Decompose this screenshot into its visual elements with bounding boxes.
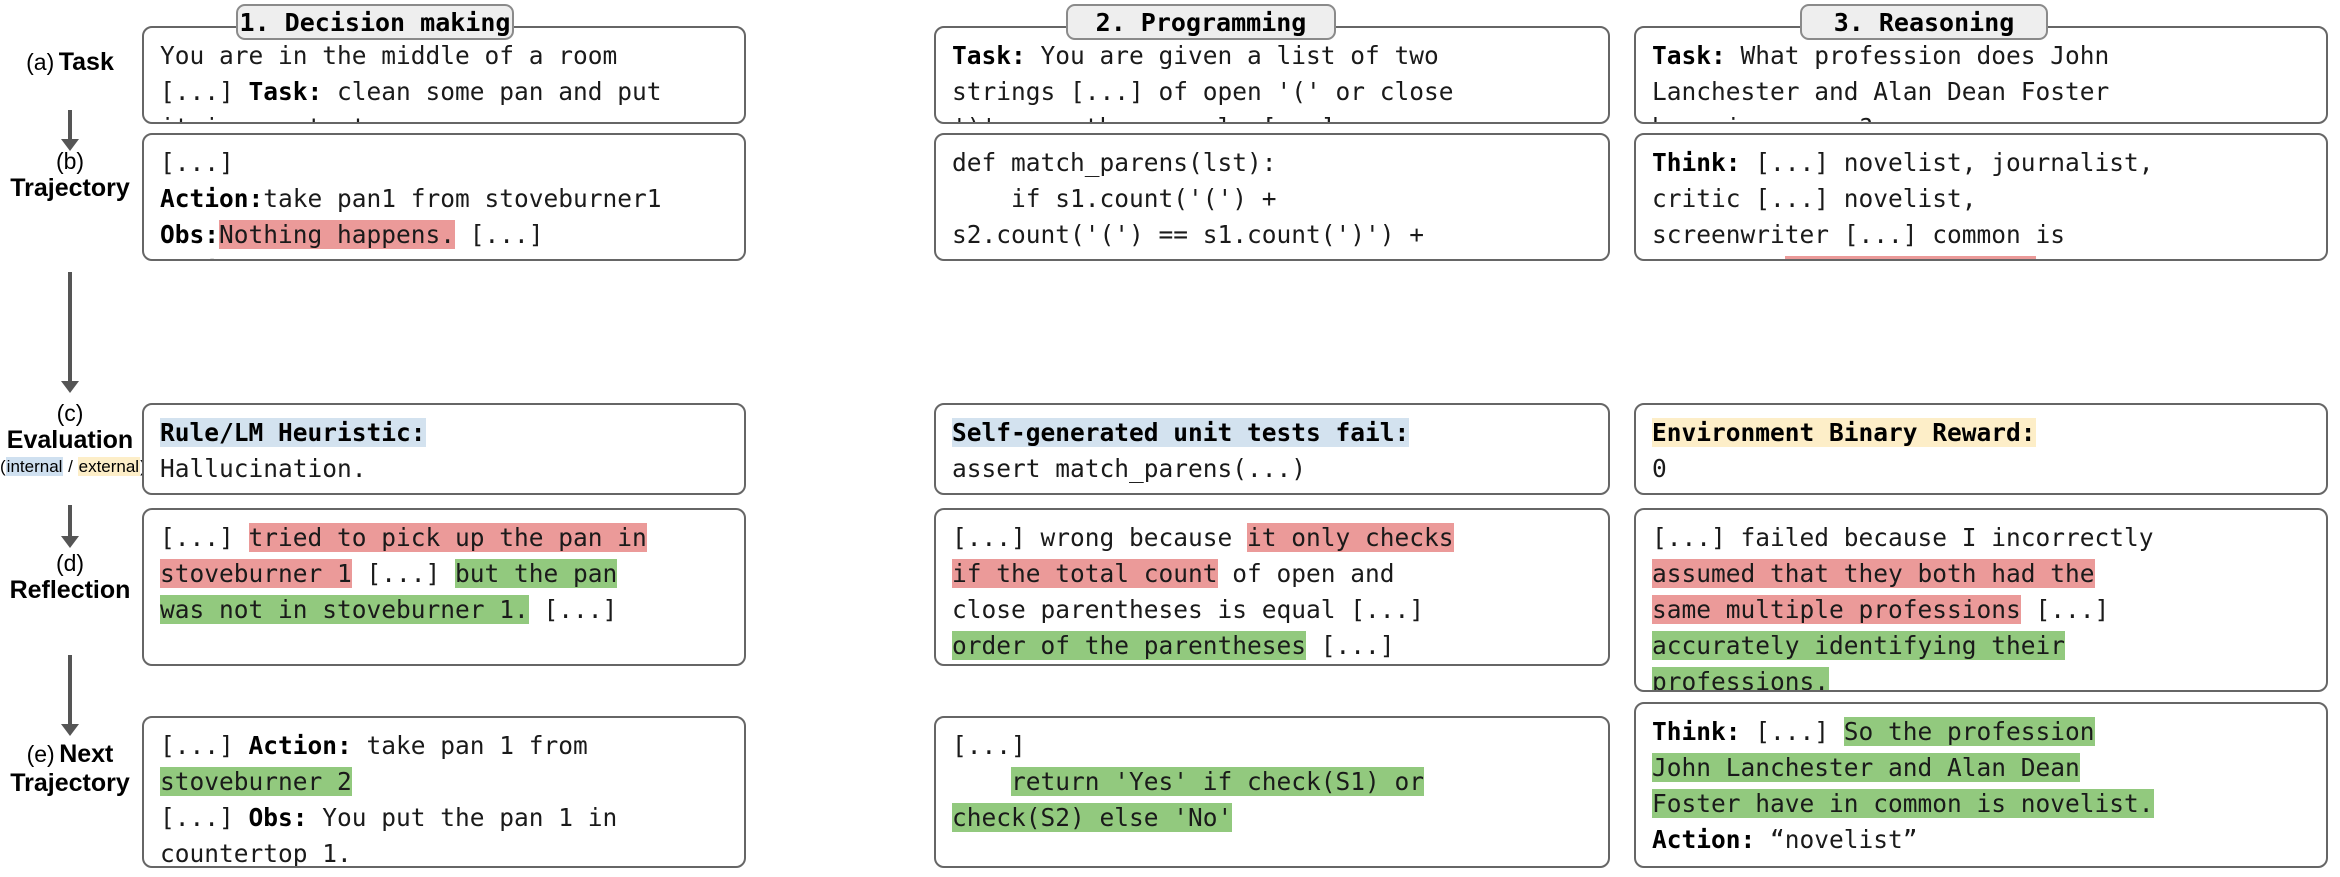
row-title-next-trajectory: Trajectory — [10, 768, 130, 797]
panel-reflection-programming: [...] wrong because it only checks if th… — [934, 508, 1610, 666]
row-index-b: (b) — [55, 148, 85, 174]
column-header-reasoning: 3. Reasoning — [1800, 4, 2048, 40]
panel-trajectory-decision-making-text: [...] Action:take pan1 from stoveburner1… — [160, 148, 662, 259]
row-index-a: (a) — [26, 49, 55, 75]
row-title-task: Task — [58, 48, 114, 76]
panel-task-reasoning: Task: What profession does John Lanchest… — [1634, 26, 2328, 124]
row-label-next-trajectory: (e) Next Trajectory — [0, 740, 140, 798]
panel-reflection-decision-making: [...] tried to pick up the pan in stoveb… — [142, 508, 746, 666]
panel-evaluation-decision-making: Rule/LM Heuristic: Hallucination. — [142, 403, 746, 495]
column-headers: 1. Decision making 2. Programming 3. Rea… — [0, 0, 2340, 40]
panel-evaluation-reasoning: Environment Binary Reward: 0 — [1634, 403, 2328, 495]
panel-trajectory-reasoning-text: Think: [...] novelist, journalist, criti… — [1652, 145, 2310, 259]
panel-reflection-decision-making-text: [...] tried to pick up the pan in stoveb… — [160, 523, 647, 624]
panel-trajectory-reasoning: Think: [...] novelist, journalist, criti… — [1634, 133, 2328, 261]
panel-evaluation-decision-making-text: Rule/LM Heuristic: Hallucination. — [160, 418, 426, 483]
panel-task-programming-text: Task: You are given a list of two string… — [952, 41, 1454, 122]
column-header-programming: 2. Programming — [1066, 4, 1336, 40]
panel-next-trajectory-reasoning: Think: [...] So the profession John Lanc… — [1634, 702, 2328, 868]
row-index-e: (e) — [26, 741, 55, 767]
arrow-reflection-to-next — [61, 655, 79, 736]
arrow-task-to-trajectory — [61, 110, 79, 151]
row-title-reflection: Reflection — [9, 576, 131, 605]
legend-internal: internal — [5, 457, 64, 477]
panel-next-trajectory-programming: [...] return 'Yes' if check(S1) or check… — [934, 716, 1610, 868]
panel-evaluation-programming-text: Self-generated unit tests fail: assert m… — [952, 418, 1410, 483]
panel-task-decision-making: You are in the middle of a room [...] Ta… — [142, 26, 746, 124]
arrow-evaluation-to-reflection — [61, 505, 79, 548]
panel-next-trajectory-decision-making: [...] Action: take pan 1 from stoveburne… — [142, 716, 746, 868]
row-label-column: (a) Task (b) Trajectory (c) Evaluation (… — [0, 0, 146, 877]
row-label-evaluation: (c) Evaluation (internal / external) — [0, 400, 146, 477]
row-title-trajectory: Trajectory — [10, 174, 130, 203]
panel-next-trajectory-programming-text: [...] return 'Yes' if check(S1) or check… — [952, 731, 1425, 832]
panel-next-trajectory-reasoning-text: Think: [...] So the profession John Lanc… — [1652, 717, 2154, 854]
panel-task-reasoning-text: Task: What profession does John Lanchest… — [1652, 41, 2110, 122]
row-title-evaluation: Evaluation — [6, 426, 134, 455]
column-header-decision-making: 1. Decision making — [236, 4, 514, 40]
legend-open-paren: ( — [0, 457, 6, 477]
arrow-trajectory-to-evaluation — [61, 272, 79, 393]
legend-separator: / — [63, 457, 78, 477]
panel-trajectory-programming-text: def match_parens(lst): if s1.count('(') … — [952, 145, 1592, 259]
panel-trajectory-programming: def match_parens(lst): if s1.count('(') … — [934, 133, 1610, 261]
row-label-task: (a) Task — [0, 48, 140, 77]
panel-reflection-programming-text: [...] wrong because it only checks if th… — [952, 523, 1454, 660]
row-label-reflection: (d) Reflection — [0, 550, 140, 605]
evaluation-legend: (internal / external) — [0, 457, 146, 477]
legend-external: external — [77, 457, 141, 477]
row-index-d: (d) — [55, 550, 85, 576]
panel-reflection-reasoning: [...] failed because I incorrectly assum… — [1634, 508, 2328, 692]
row-index-c: (c) — [56, 400, 84, 426]
panel-task-decision-making-text: You are in the middle of a room [...] Ta… — [160, 41, 662, 122]
panel-trajectory-decision-making: [...] Action:take pan1 from stoveburner1… — [142, 133, 746, 261]
panel-reflection-reasoning-text: [...] failed because I incorrectly assum… — [1652, 520, 2310, 690]
panel-next-trajectory-decision-making-text: [...] Action: take pan 1 from stoveburne… — [160, 731, 618, 868]
panel-evaluation-reasoning-text: Environment Binary Reward: 0 — [1652, 418, 2036, 483]
panel-task-programming: Task: You are given a list of two string… — [934, 26, 1610, 124]
panel-evaluation-programming: Self-generated unit tests fail: assert m… — [934, 403, 1610, 495]
row-label-trajectory: (b) Trajectory — [0, 148, 140, 203]
row-title-next: Next — [59, 740, 114, 768]
